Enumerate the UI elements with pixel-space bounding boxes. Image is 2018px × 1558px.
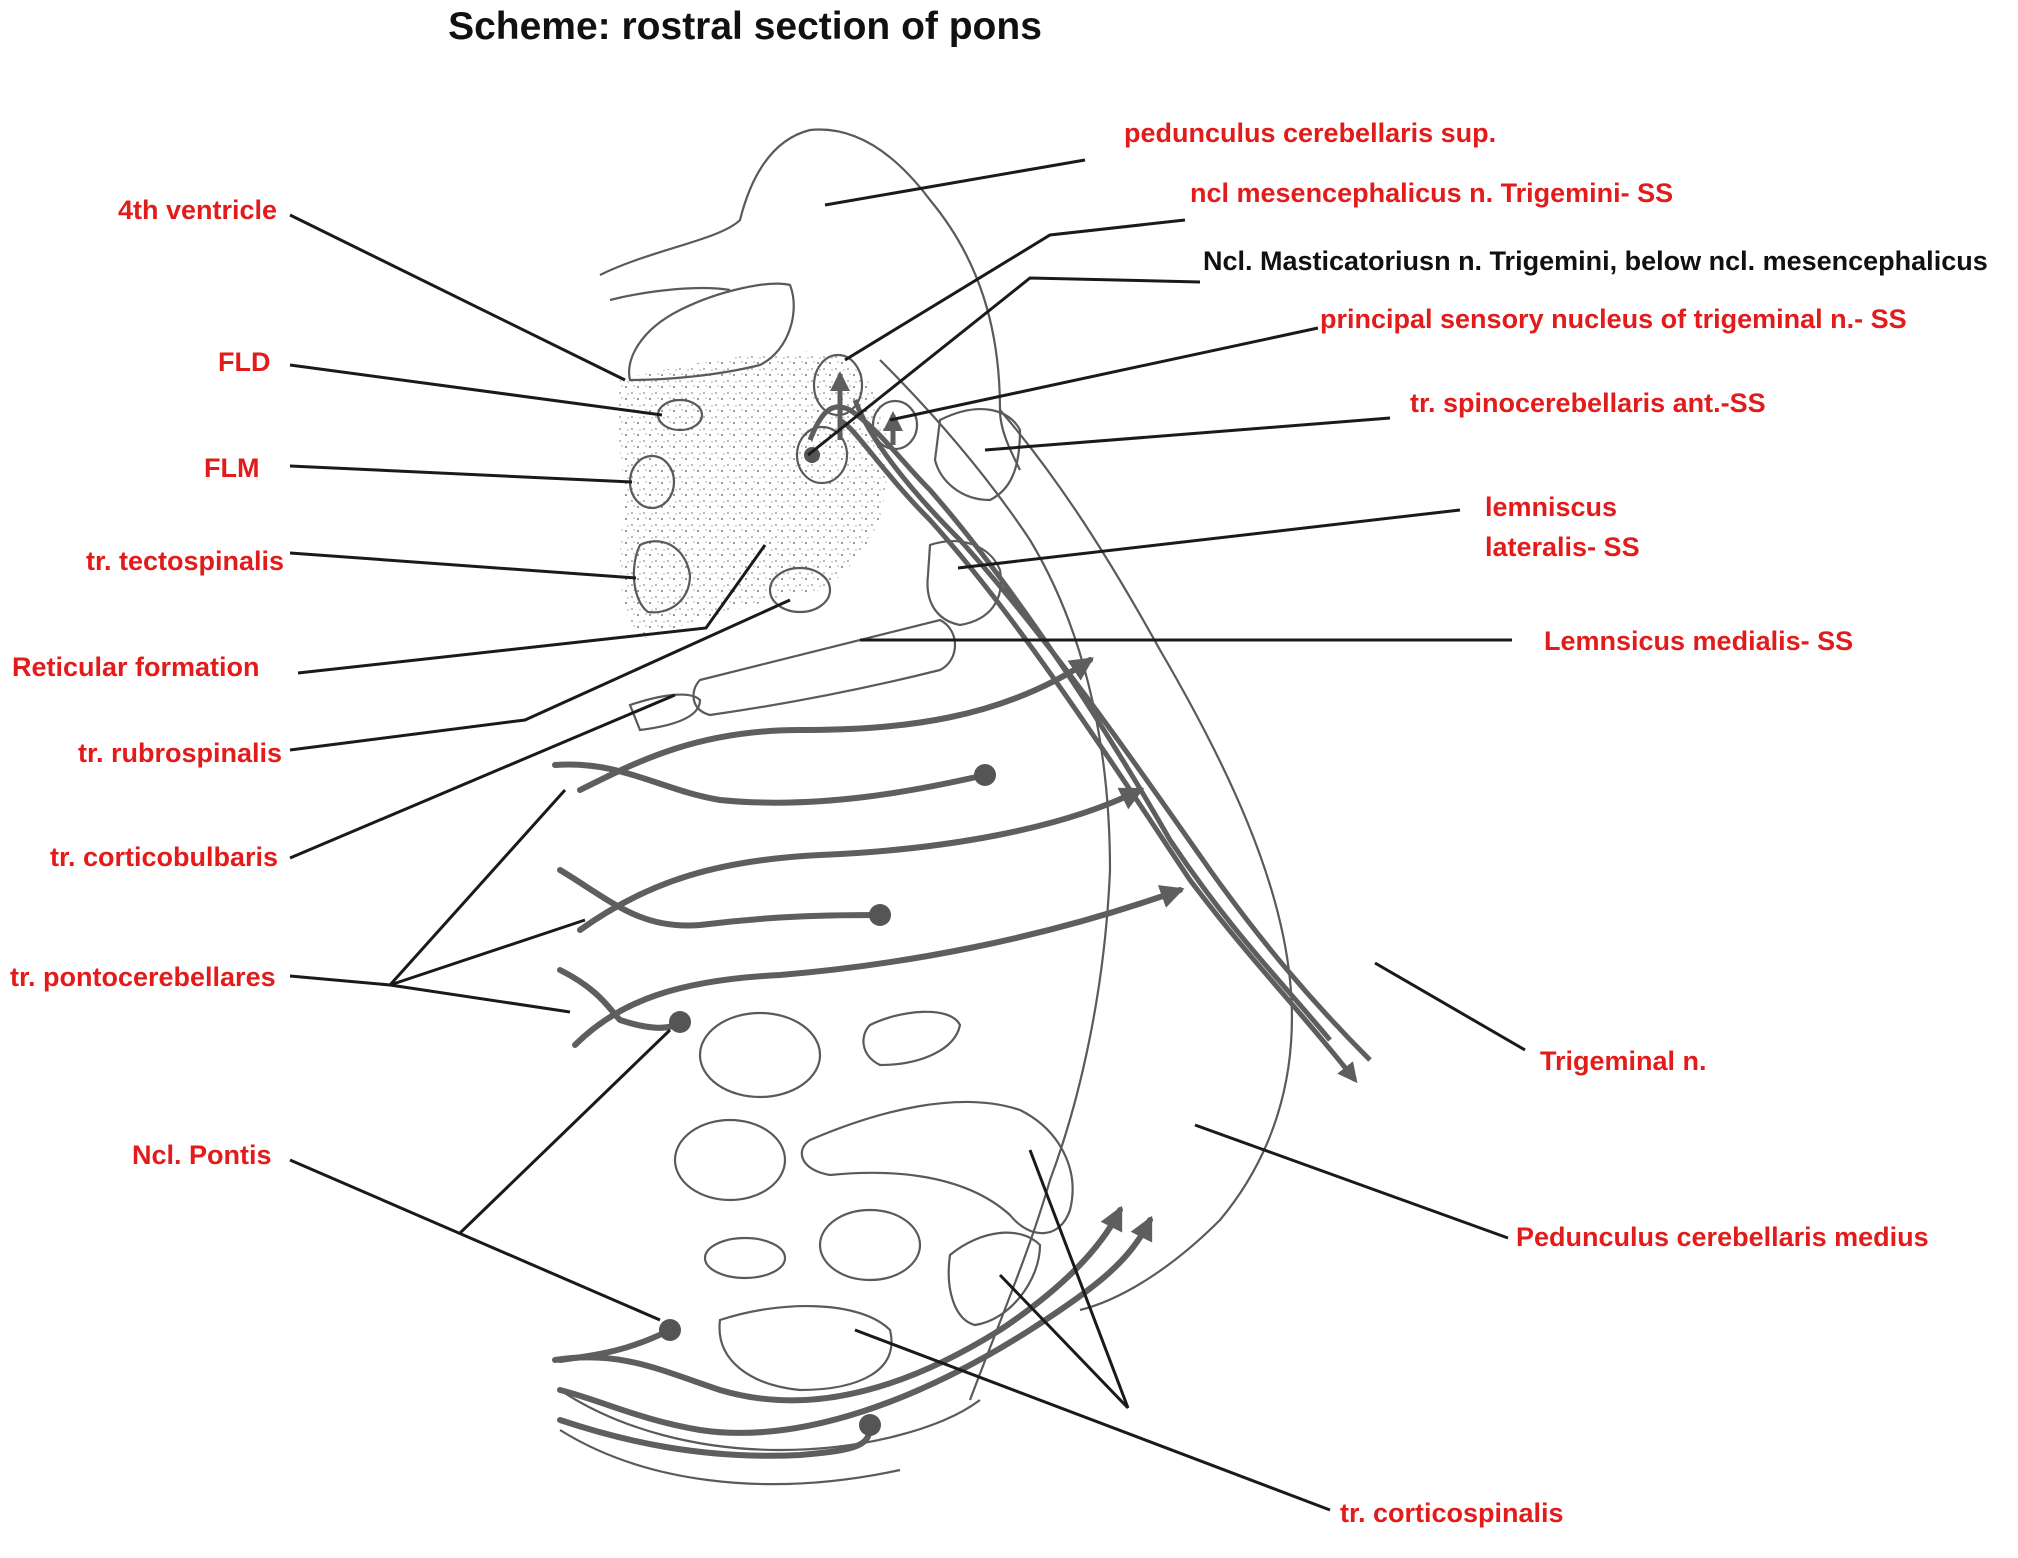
pons-nucleus-dot-2 <box>869 904 891 926</box>
leader-masticatorius <box>807 276 1201 457</box>
corticospinal-bundle-7 <box>947 1231 1042 1327</box>
pontocerebellar-fiber-3 <box>572 885 1185 1048</box>
label-ncl-masticatorius: Ncl. Masticatoriusn n. Trigemini, below … <box>1203 246 1988 276</box>
pontocerebellar-fiber-3b <box>557 967 683 1031</box>
lower-fiber-2 <box>557 1215 1153 1436</box>
pons-inner-outline <box>879 359 1112 1401</box>
leader-trigeminal <box>1374 961 1526 1052</box>
corticospinal-bundle-3 <box>673 1118 787 1202</box>
leader-pontocerebellares-2 <box>388 788 567 987</box>
leader-rubrospinalis <box>289 598 791 752</box>
tectospinalis-shape <box>632 540 692 614</box>
pons-nucleus-dot-5 <box>859 1414 881 1436</box>
rubrospinalis-shape <box>768 566 832 614</box>
pons-nucleus-dot-4 <box>659 1319 681 1341</box>
ventricle-roof <box>609 286 731 302</box>
leader-corticospinalis-3 <box>998 1273 1130 1410</box>
lower-fiber-1b <box>557 1327 673 1363</box>
label-fld: FLD <box>218 347 271 377</box>
leader-principal-sensory <box>889 326 1319 422</box>
leader-corticospinalis-1 <box>854 1328 1331 1512</box>
ventral-outline <box>559 1389 981 1452</box>
leader-lemniscus-lateralis <box>957 508 1461 570</box>
label-principal-sensory: principal sensory nucleus of trigeminal … <box>1320 304 1907 334</box>
lemniscus-medialis-tip <box>628 693 702 732</box>
corticospinal-bundle-2 <box>862 1010 962 1067</box>
label-lemniscus-lateralis-line2: lateralis- SS <box>1485 532 1640 562</box>
corticospinal-bundle-4 <box>800 1100 1074 1235</box>
pontocerebellar-fiber-1 <box>577 657 1094 793</box>
leader-ncl-pontis-2 <box>458 1028 672 1235</box>
leader-ncl-pontis <box>289 1158 661 1322</box>
label-spinocerebellaris: tr. spinocerebellaris ant.-SS <box>1410 388 1766 418</box>
corticospinal-bundle-8 <box>718 1304 893 1392</box>
leader-corticospinalis-2 <box>1028 1149 1130 1409</box>
label-reticular-formation: Reticular formation <box>12 652 260 682</box>
ventral-outline-2 <box>559 1429 901 1486</box>
masticatorius-dot <box>804 447 820 463</box>
pons-nucleus-dot-1 <box>974 764 996 786</box>
leader-pontocerebellares <box>289 974 571 1014</box>
trigeminal-nerve-2 <box>837 417 1358 1084</box>
leader-pedunculus-medius <box>1194 1123 1509 1240</box>
page-title: Scheme: rostral section of pons <box>448 5 1042 48</box>
label-rubrospinalis: tr. rubrospinalis <box>78 738 283 768</box>
label-pontocerebellares: tr. pontocerebellares <box>10 962 276 992</box>
lemniscus-lateralis-shape <box>926 540 1003 627</box>
leader-mesencephalicus <box>844 218 1186 362</box>
corticospinal-bundle-6 <box>818 1208 922 1282</box>
label-fourth-ventricle: 4th ventricle <box>118 195 278 225</box>
label-corticospinalis: tr. corticospinalis <box>1340 1498 1564 1528</box>
masticatorius-shape <box>795 425 849 485</box>
label-lemniscus-medialis: Lemnsicus medialis- SS <box>1544 626 1854 656</box>
reticular-field <box>617 351 888 640</box>
pedunculus-sup-outline <box>599 128 1021 471</box>
pons-outer-outline <box>999 409 1294 1312</box>
trigeminal-nerve-3 <box>852 399 1372 1062</box>
fourth-ventricle-shape <box>628 282 795 382</box>
leader-reticular <box>297 544 767 675</box>
lower-fiber-1 <box>552 1205 1123 1404</box>
lemniscus-medialis-shape <box>692 618 956 717</box>
spinocerebellar-shape <box>933 408 1022 502</box>
label-corticobulbaris: tr. corticobulbaris <box>50 842 279 872</box>
label-ncl-mesencephalicus: ncl mesencephalicus n. Trigemini- SS <box>1190 178 1674 208</box>
label-tectospinalis: tr. tectospinalis <box>86 546 285 576</box>
lower-fiber-3 <box>557 1417 873 1459</box>
corticospinal-bundle-1 <box>698 1011 822 1099</box>
pontocerebellar-fiber-2b <box>557 867 883 929</box>
leader-flm <box>289 464 633 484</box>
label-pedunculus-sup: pedunculus cerebellaris sup. <box>1124 118 1497 148</box>
pontocerebellar-fiber-2 <box>577 787 1145 933</box>
label-ncl-pontis: Ncl. Pontis <box>132 1140 272 1170</box>
leader-pedunculus-sup <box>824 158 1086 207</box>
leader-corticobulbaris <box>289 693 676 860</box>
label-flm: FLM <box>204 453 260 483</box>
corticospinal-bundle-5 <box>703 1236 787 1280</box>
pontocerebellar-fiber-1b <box>552 761 988 806</box>
leader-pontocerebellares-3 <box>389 918 586 987</box>
label-trigeminal: Trigeminal n. <box>1540 1046 1707 1076</box>
leader-spinocerebellaris <box>984 416 1391 452</box>
pons-nucleus-dot-3 <box>669 1011 691 1033</box>
label-lemniscus-lateralis-line1: lemniscus <box>1485 492 1618 522</box>
trigeminal-nerve-1 <box>807 404 1332 1042</box>
label-pedunculus-medius: Pedunculus cerebellaris medius <box>1516 1222 1929 1252</box>
leader-tectospinalis <box>289 551 637 580</box>
leader-fld <box>289 363 663 417</box>
leader-4th-ventricle <box>289 213 626 382</box>
